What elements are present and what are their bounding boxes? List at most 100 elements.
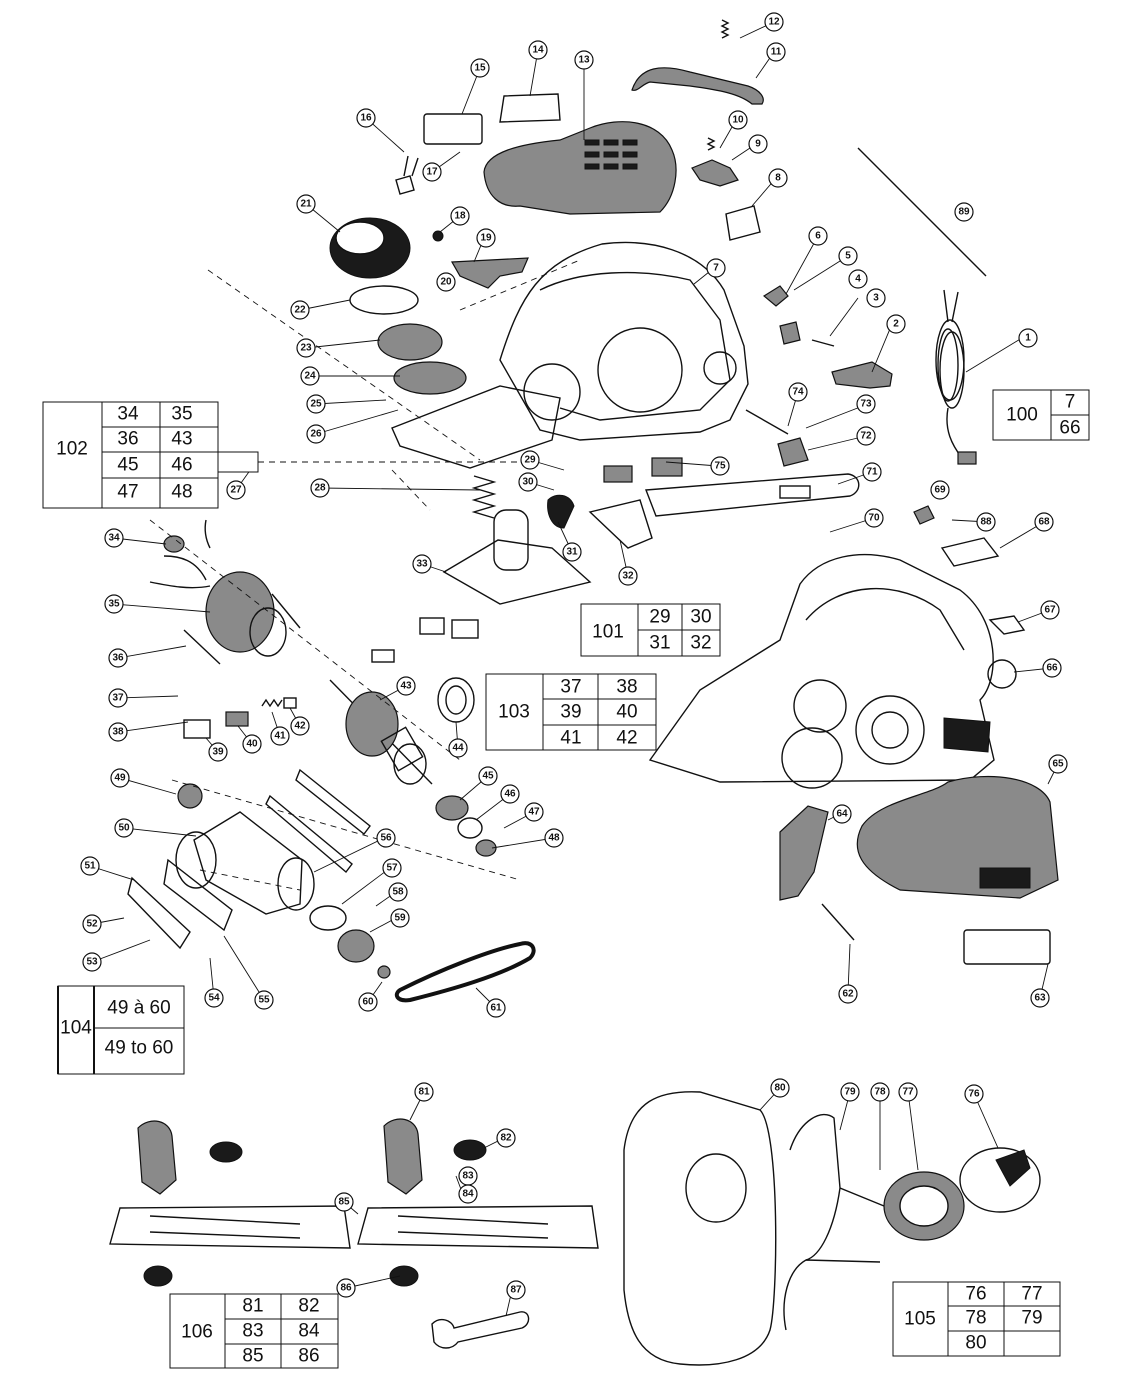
callout-79: 79 [844, 1087, 856, 1098]
callout-70: 70 [868, 513, 880, 524]
callout-48: 48 [548, 833, 560, 844]
pulley-59-icon [337, 929, 375, 963]
clip-16-icon [395, 155, 419, 195]
brush-75-icon [651, 457, 683, 477]
bearing-45-icon [435, 795, 469, 821]
blade-drum-icon [175, 811, 315, 915]
kit-104-cell: 49 to 60 [105, 1038, 174, 1059]
callout-56: 56 [380, 833, 392, 844]
kit-101-cell: 31 [649, 633, 670, 654]
callout-8: 8 [775, 173, 781, 184]
callout-58: 58 [392, 887, 404, 898]
depth-knob-icon [329, 217, 411, 279]
label-plate-63-icon [963, 929, 1051, 965]
callout-34: 34 [108, 533, 120, 544]
kit-102-cell: 43 [171, 429, 192, 450]
callout-86: 86 [340, 1283, 352, 1294]
callout-bubbles: 1 2 3 4 5 6 7 8 9 10 11 12 13 14 15 16 1… [80, 12, 1068, 1300]
callout-73: 73 [860, 399, 872, 410]
callout-17: 17 [426, 167, 438, 178]
plate-46-icon [457, 817, 483, 839]
kit-100-cell: 7 [1065, 392, 1076, 413]
callout-87: 87 [510, 1285, 522, 1296]
kit-table-100: 100 7 66 [992, 389, 1090, 441]
kit-101-cell: 30 [690, 607, 711, 628]
cord-clamp-4-icon [779, 321, 801, 345]
brush-holder-39-icon [183, 719, 211, 739]
kit-100-cell: 66 [1059, 418, 1080, 439]
callout-85: 85 [338, 1197, 350, 1208]
pad-68-icon [940, 537, 1000, 567]
callout-43: 43 [400, 681, 412, 692]
callout-40: 40 [246, 739, 258, 750]
callout-82: 82 [500, 1133, 512, 1144]
bag-frame-79-icon [783, 1113, 885, 1331]
callout-42: 42 [294, 721, 306, 732]
callout-6: 6 [815, 231, 821, 242]
callout-36: 36 [112, 653, 124, 664]
callout-10: 10 [732, 115, 744, 126]
kit-106-cell: 82 [298, 1296, 319, 1317]
callout-35: 35 [108, 599, 120, 610]
callout-78: 78 [874, 1087, 886, 1098]
callout-67: 67 [1044, 605, 1056, 616]
lever-31-icon [547, 494, 575, 529]
kit-102-cell: 35 [171, 404, 192, 425]
bearing-49-icon [177, 783, 203, 809]
screw-36-icon [183, 629, 221, 665]
switch-plate-8-icon [725, 205, 761, 241]
kit-103-cell: 39 [560, 702, 581, 723]
label-box-27 [217, 451, 259, 473]
kit-102-cell: 48 [171, 482, 192, 503]
callout-88: 88 [980, 517, 992, 528]
callout-7: 7 [713, 263, 719, 274]
callout-46: 46 [504, 789, 516, 800]
kit-103-cell: 42 [616, 728, 637, 749]
spanner-wrench-icon [431, 1311, 530, 1349]
nut-60-icon [377, 965, 391, 979]
callout-59: 59 [394, 913, 406, 924]
dust-bag-icon [623, 1091, 777, 1366]
callout-50: 50 [118, 823, 130, 834]
callout-44: 44 [452, 743, 464, 754]
kit-106-cell: 83 [242, 1321, 263, 1342]
kit-103-cell: 38 [616, 677, 637, 698]
spring-28-icon [471, 475, 497, 519]
kit-table-103: 103 37 38 39 40 41 42 [485, 673, 657, 751]
kit-104-id: 104 [60, 1018, 92, 1039]
top-cover-icon [483, 121, 677, 215]
depth-scale-23-icon [377, 323, 443, 361]
callout-12: 12 [768, 17, 780, 28]
callout-83: 83 [462, 1171, 474, 1182]
bracket-19-icon [450, 257, 529, 289]
kit-106-cell: 81 [242, 1296, 263, 1317]
callout-53: 53 [86, 957, 98, 968]
callout-66: 66 [1046, 663, 1058, 674]
callout-63: 63 [1034, 993, 1046, 1004]
callout-30: 30 [522, 477, 534, 488]
callout-71: 71 [866, 467, 878, 478]
handle-grip-icon [631, 67, 764, 105]
plate-57-icon [309, 905, 347, 931]
kit-102-cell: 47 [117, 482, 138, 503]
kit-101-cell: 29 [649, 607, 670, 628]
callout-19: 19 [480, 233, 492, 244]
blade-holder-53-icon [127, 876, 191, 950]
kit-103-cell: 41 [560, 728, 581, 749]
brush-holder-72-icon [777, 437, 809, 467]
knob-6-icon [762, 285, 789, 307]
callout-39: 39 [212, 747, 224, 758]
callout-28: 28 [314, 483, 326, 494]
blade-55-icon [163, 858, 233, 932]
kit-106-cell: 86 [298, 1346, 319, 1367]
label-plate-14-icon [499, 93, 561, 123]
kit-105-cell: 79 [1021, 1308, 1042, 1329]
front-base-block-icon [391, 385, 561, 469]
kit-104-cell: 49 à 60 [107, 998, 170, 1019]
kit-106-id: 106 [181, 1322, 213, 1343]
callout-23: 23 [300, 343, 312, 354]
kit-102-cell: 45 [117, 455, 138, 476]
motor-armature-icon [329, 679, 433, 785]
gear-69-icon [913, 505, 935, 525]
kit-table-102: 102 34 35 36 43 45 46 47 48 [42, 401, 219, 509]
